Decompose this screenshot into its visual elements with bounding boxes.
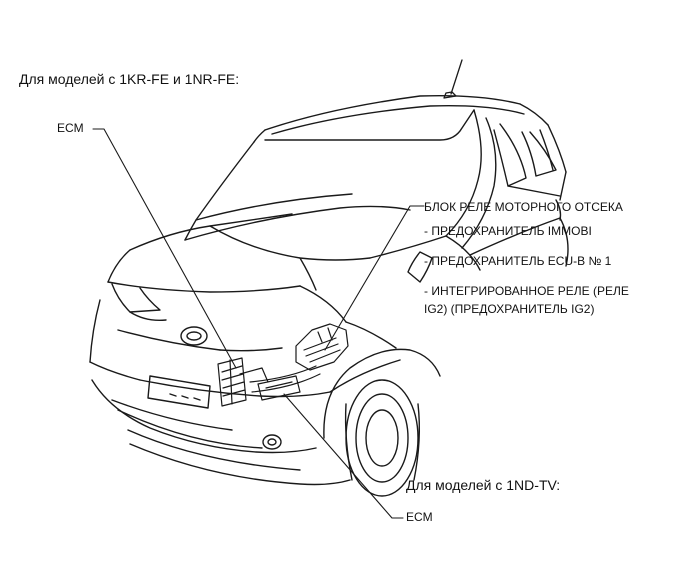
ecm-top-label: ECM [57,121,84,135]
gasoline-models-heading: Для моделей с 1KR-FE и 1NR-FE: [19,71,240,87]
integrated-relay-label-line2: IG2) (ПРЕДОХРАНИТЕЛЬ IG2) [424,302,595,316]
engine-relay-block-label: БЛОК РЕЛЕ МОТОРНОГО ОТСЕКА [424,200,623,214]
leader-lines [92,128,425,519]
antenna-drawing [443,59,463,99]
engine-components-drawing [217,323,349,407]
car-body-outline [89,94,569,486]
ecm-bottom-label: ECM [406,510,433,524]
diesel-models-heading: Для моделей с 1ND-TV: [406,477,561,493]
front-wheel-drawing [323,348,441,497]
immobi-fuse-label: - ПРЕДОХРАНИТЕЛЬ IMMOBI [424,224,592,238]
ecu-b-fuse-label: - ПРЕДОХРАНИТЕЛЬ ECU-B № 1 [424,254,612,268]
integrated-relay-label-line1: - ИНТЕГРИРОВАННОЕ РЕЛЕ (РЕЛЕ [424,284,629,298]
